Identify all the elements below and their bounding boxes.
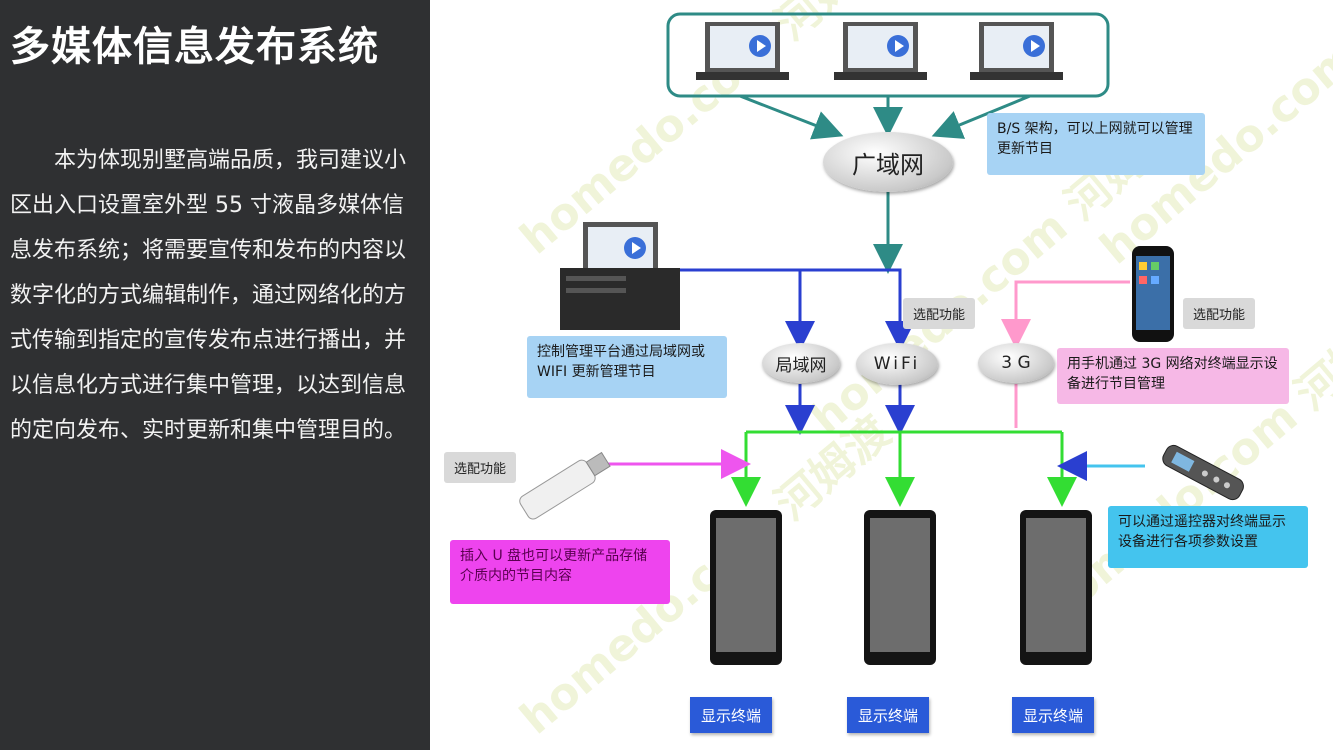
- connector-lines: [519, 12, 1244, 665]
- laptop-icon: [970, 22, 1063, 80]
- wan-node: 广域网: [823, 132, 953, 192]
- lan-node: 局域网: [762, 343, 840, 383]
- control-platform-note: 控制管理平台通过局域网或 WIFI 更新管理节目: [527, 336, 727, 398]
- terminal-label: 显示终端: [847, 697, 929, 733]
- bs-architecture-note: B/S 架构，可以上网就可以管理更新节目: [987, 113, 1205, 175]
- network-diagram: homedo.com 河姆渡 homedo.com 河姆渡 homedo.com…: [430, 0, 1333, 750]
- left-panel: 多媒体信息发布系统 本为体现别墅高端品质，我司建议小区出入口设置室外型 55 寸…: [0, 0, 430, 750]
- terminal-label: 显示终端: [690, 697, 772, 733]
- terminal-label: 显示终端: [1012, 697, 1094, 733]
- wifi-node: WiFi: [856, 343, 938, 385]
- display-terminal-icon: [1020, 510, 1092, 665]
- optional-feature-tag: 选配功能: [444, 452, 517, 483]
- optional-feature-tag: 选配功能: [903, 298, 976, 329]
- remote-control-note: 可以通过遥控器对终端显示设备进行各项参数设置: [1108, 506, 1308, 568]
- laptop-icon: [696, 22, 789, 80]
- 3g-node: 3 G: [978, 343, 1054, 383]
- usb-update-note: 插入 U 盘也可以更新产品存储介质内的节目内容: [450, 540, 670, 604]
- page-title: 多媒体信息发布系统: [10, 24, 379, 70]
- laptop-icon: [834, 22, 927, 80]
- smartphone-icon: [1132, 246, 1174, 342]
- control-server-icon: [560, 222, 680, 330]
- remote-control-icon: [1162, 444, 1244, 501]
- optional-feature-tag: 选配功能: [1183, 298, 1256, 329]
- usb-drive-icon: [519, 451, 611, 520]
- display-terminal-icon: [864, 510, 936, 665]
- mobile-management-note: 用手机通过 3G 网络对终端显示设备进行节目管理: [1057, 348, 1289, 404]
- display-terminal-icon: [710, 510, 782, 665]
- body-paragraph: 本为体现别墅高端品质，我司建议小区出入口设置室外型 55 寸液晶多媒体信息发布系…: [10, 148, 407, 443]
